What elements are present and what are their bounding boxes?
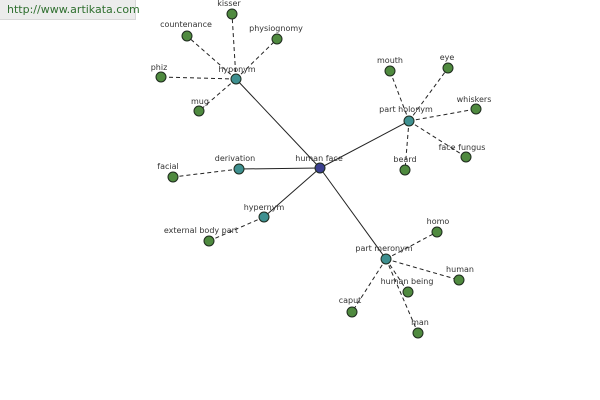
relation-label-hypernym: hypernym <box>244 203 285 212</box>
edge-part-meronym-human <box>385 258 460 281</box>
word-node-physiognomy[interactable] <box>271 33 283 45</box>
word-label-whiskers: whiskers <box>457 95 492 104</box>
edge-part-meronym-caput <box>351 258 387 313</box>
edge-hyponym-mug <box>198 78 237 112</box>
word-node-face-fungus[interactable] <box>460 151 472 163</box>
edge-part-holonym-whiskers <box>408 108 477 122</box>
edge-human-face-part-holonym <box>319 120 410 169</box>
word-label-eye: eye <box>440 53 455 62</box>
relation-label-part-holonym: part holonym <box>379 105 433 114</box>
edge-hyponym-physiognomy <box>235 38 278 80</box>
word-label-human-being: human being <box>381 277 434 286</box>
edge-part-holonym-beard <box>404 120 410 171</box>
edge-part-holonym-mouth <box>389 70 410 122</box>
relation-node-hyponym[interactable] <box>230 73 242 85</box>
site-url-link[interactable]: http://www.artikata.com <box>0 0 140 20</box>
word-label-external-body-part: external body part <box>164 226 238 235</box>
word-label-face-fungus: face fungus <box>439 143 486 152</box>
word-node-whiskers[interactable] <box>470 103 482 115</box>
word-label-homo: homo <box>427 217 450 226</box>
relation-node-part-meronym[interactable] <box>380 253 392 265</box>
edge-human-face-hypernym <box>263 167 321 218</box>
nodes-layer <box>155 8 482 339</box>
word-node-caput[interactable] <box>346 306 358 318</box>
edge-hyponym-kisser <box>231 13 237 80</box>
word-label-human: human <box>446 265 474 274</box>
word-label-facial: facial <box>157 162 178 171</box>
edge-human-face-part-meronym <box>319 167 387 260</box>
word-label-phiz: phiz <box>151 63 168 72</box>
edge-hyponym-countenance <box>186 35 237 80</box>
word-node-kisser[interactable] <box>226 8 238 20</box>
word-label-mug: mug <box>191 97 209 106</box>
word-label-man: man <box>411 318 429 327</box>
relation-label-part-meronym: part meronym <box>355 244 412 253</box>
word-node-phiz[interactable] <box>155 71 167 83</box>
word-node-man[interactable] <box>412 327 424 339</box>
word-label-caput: caput <box>339 296 362 305</box>
center-label-human-face: human face <box>295 154 343 163</box>
center-node-human-face[interactable] <box>314 162 326 174</box>
word-node-human[interactable] <box>453 274 465 286</box>
word-node-beard[interactable] <box>399 164 411 176</box>
edge-human-face-hyponym <box>235 78 321 169</box>
edge-part-meronym-human-being <box>385 258 409 293</box>
edge-part-holonym-face-fungus <box>408 120 467 158</box>
word-node-countenance[interactable] <box>181 30 193 42</box>
edge-derivation-facial <box>172 168 240 178</box>
edge-hypernym-external-body-part <box>208 216 265 242</box>
edges-layer <box>160 13 477 334</box>
edge-part-meronym-homo <box>385 231 438 260</box>
relation-label-derivation: derivation <box>215 154 255 163</box>
relation-label-hyponym: hyponym <box>218 65 256 74</box>
relation-node-hypernym[interactable] <box>258 211 270 223</box>
edge-hyponym-phiz <box>160 76 237 80</box>
word-label-mouth: mouth <box>377 56 403 65</box>
relation-node-part-holonym[interactable] <box>403 115 415 127</box>
word-label-beard: beard <box>393 155 416 164</box>
word-node-mug[interactable] <box>193 105 205 117</box>
word-label-kisser: kisser <box>217 0 241 8</box>
word-node-human-being[interactable] <box>402 286 414 298</box>
relation-node-derivation[interactable] <box>233 163 245 175</box>
word-node-mouth[interactable] <box>384 65 396 77</box>
word-node-facial[interactable] <box>167 171 179 183</box>
edge-human-face-derivation <box>238 167 321 170</box>
word-label-physiognomy: physiognomy <box>249 24 303 33</box>
edge-part-holonym-eye <box>408 67 449 122</box>
word-node-homo[interactable] <box>431 226 443 238</box>
labels-layer: kisser countenance physiognomy phiz mug mouth… <box>151 0 492 327</box>
word-node-external-body-part[interactable] <box>203 235 215 247</box>
word-node-eye[interactable] <box>442 62 454 74</box>
word-label-countenance: countenance <box>160 20 212 29</box>
